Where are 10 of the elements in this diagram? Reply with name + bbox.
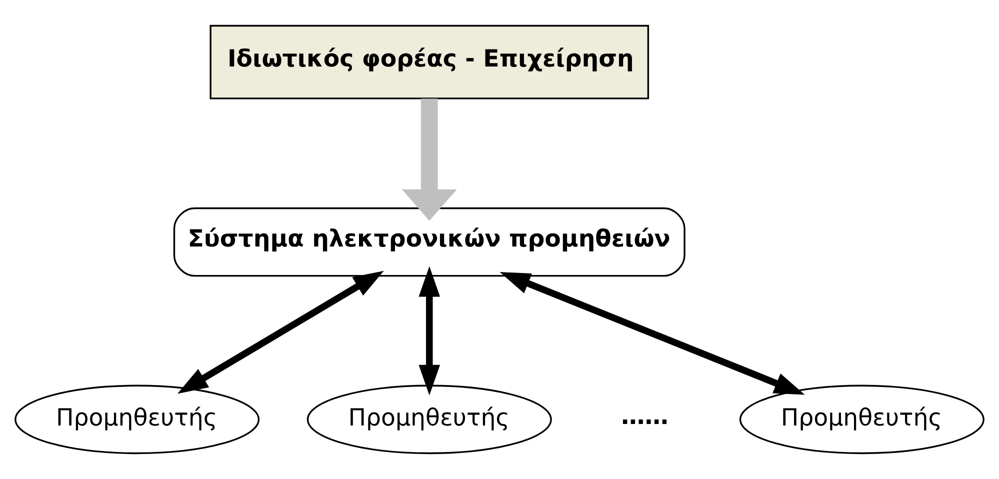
node-box: Σύστημα ηλεκτρονικών προμηθειών	[173, 207, 686, 277]
label: ……	[621, 402, 668, 430]
node-ellipse: Προμηθευτής	[739, 384, 984, 454]
arrow	[177, 270, 384, 394]
arrow	[402, 98, 457, 221]
arrow	[418, 266, 440, 396]
node-ellipse: Προμηθευτής	[14, 384, 260, 454]
node-ellipse: Προμηθευτής	[306, 384, 552, 454]
node-box: Ιδιωτικός φορέας - Επιχείρηση	[210, 24, 650, 100]
arrow	[500, 272, 805, 395]
